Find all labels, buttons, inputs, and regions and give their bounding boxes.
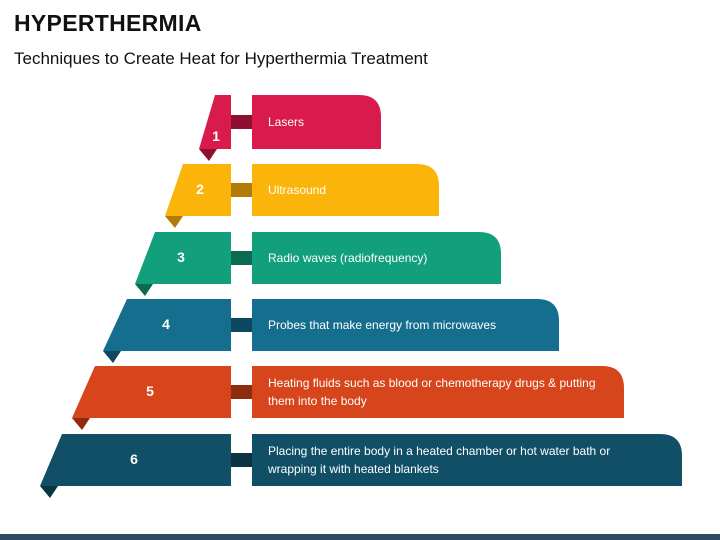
ribbon-fold	[135, 284, 153, 296]
stem-notch	[232, 94, 250, 112]
stem-notch	[232, 469, 250, 487]
pyramid-step-2	[165, 163, 439, 228]
step-label-1: Lasers	[268, 115, 305, 129]
pyramid-segment	[135, 232, 231, 284]
stem-notch	[232, 267, 250, 285]
stem-notch	[232, 365, 250, 383]
step-box	[252, 164, 439, 216]
step-number-3: 3	[177, 249, 185, 265]
pyramid-segment	[72, 366, 231, 418]
step-number-4: 4	[162, 316, 170, 332]
connector-link	[231, 453, 252, 467]
step-number-5: 5	[146, 383, 154, 399]
step-box	[252, 434, 682, 486]
stem-notch	[232, 334, 250, 352]
step-label-2: Ultrasound	[268, 183, 327, 197]
connector-link	[231, 385, 252, 399]
step-label-6: Placing the entire body in a heated cham…	[268, 444, 611, 476]
ribbon-fold	[40, 486, 58, 498]
step-label-3: Radio waves (radiofrequency)	[268, 251, 428, 265]
page-subtitle: Techniques to Create Heat for Hypertherm…	[14, 49, 428, 68]
page-title: HYPERTHERMIA	[14, 10, 202, 36]
step-label-5: Heating fluids such as blood or chemothe…	[268, 376, 596, 408]
step-label-4: Probes that make energy from microwaves	[268, 318, 497, 332]
stem-notch	[232, 401, 250, 419]
stem-notch	[232, 163, 250, 181]
connector-link	[231, 251, 252, 265]
pyramid-segment	[199, 95, 231, 149]
step-box	[252, 95, 381, 149]
pyramid-step-5	[72, 365, 624, 430]
footer-bar	[0, 534, 720, 540]
step-box	[252, 366, 624, 418]
step-number-6: 6	[130, 451, 138, 467]
ribbon-fold	[199, 149, 217, 161]
connector-link	[231, 115, 252, 129]
pyramid-step-3	[135, 231, 501, 296]
pyramid-segment	[165, 164, 231, 216]
connector-link	[231, 183, 252, 197]
stem-notch	[232, 132, 250, 150]
ribbon-fold	[72, 418, 90, 430]
pyramid-step-1	[199, 94, 381, 161]
stem-notch	[232, 433, 250, 451]
stem-notch	[232, 199, 250, 217]
step-number-1: 1	[212, 128, 220, 144]
step-number-2: 2	[196, 181, 204, 197]
step-box	[252, 232, 501, 284]
step-box	[252, 299, 559, 351]
ribbon-fold	[165, 216, 183, 228]
ribbon-fold	[103, 351, 121, 363]
stem-notch	[232, 231, 250, 249]
connector-link	[231, 318, 252, 332]
pyramid-segment	[40, 434, 231, 486]
pyramid-step-4	[103, 298, 559, 363]
pyramid-step-6	[40, 433, 682, 498]
stem-notch	[232, 298, 250, 316]
pyramid-segment	[103, 299, 231, 351]
